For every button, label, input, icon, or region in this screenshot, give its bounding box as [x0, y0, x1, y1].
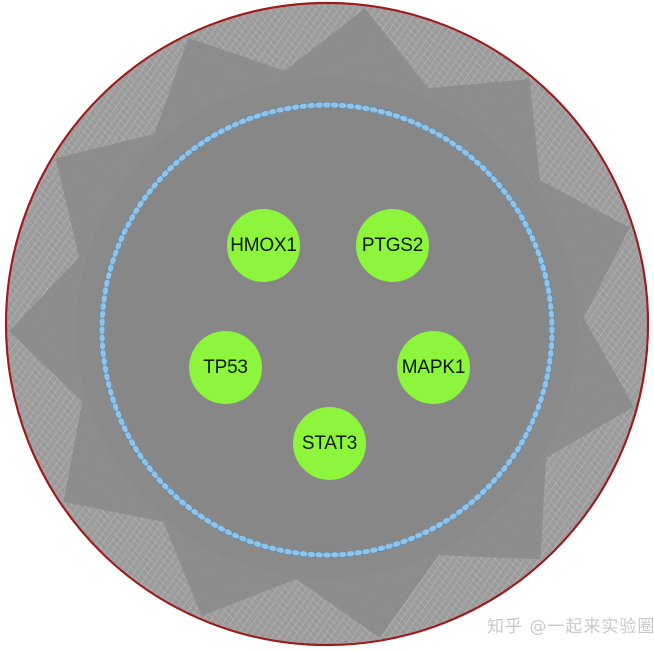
hub-label: HMOX1: [230, 234, 297, 256]
hub-label: PTGS2: [361, 234, 424, 256]
hub-label: STAT3: [301, 432, 358, 454]
hub-node-stat3[interactable]: STAT3: [293, 407, 366, 480]
watermark: 知乎 @一起来实验圈: [487, 617, 654, 637]
inner-core: [106, 109, 548, 551]
hub-label: TP53: [203, 356, 248, 378]
hub-node-ptgs2[interactable]: PTGS2: [356, 209, 429, 282]
hub-node-tp53[interactable]: TP53: [189, 331, 262, 404]
hub-node-hmox1[interactable]: HMOX1: [227, 209, 300, 282]
outer-circle-border: [4, 1, 650, 647]
hub-label: MAPK1: [401, 356, 466, 378]
target-node-ring: [98, 101, 556, 559]
hub-node-mapk1[interactable]: MAPK1: [397, 331, 470, 404]
